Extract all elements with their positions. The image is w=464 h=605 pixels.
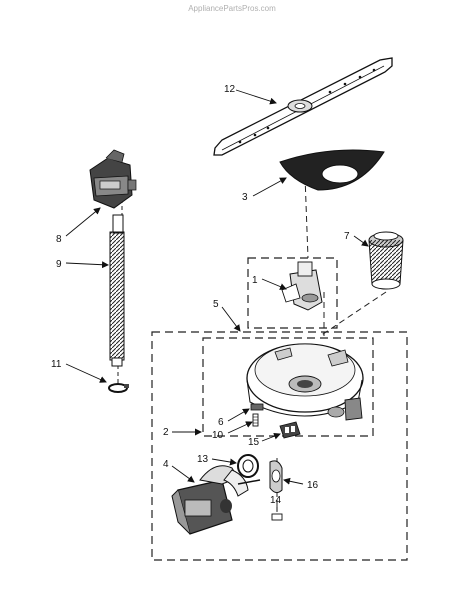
alignment-line	[304, 175, 309, 259]
alignment-line	[319, 291, 387, 337]
callout-7: 7	[344, 231, 350, 242]
hose-clamp	[108, 383, 129, 393]
drain-hose	[109, 214, 125, 367]
mounting-bracket	[269, 460, 283, 494]
callout-16: 16	[307, 480, 319, 491]
leader-9	[65, 261, 109, 269]
leader-13	[211, 458, 237, 466]
pump-assembly-box	[151, 331, 408, 561]
leader-3	[252, 177, 287, 197]
filter-screen	[279, 149, 385, 191]
callout-6: 6	[218, 417, 224, 428]
callout-10: 10	[212, 430, 224, 441]
callout-5: 5	[213, 299, 219, 310]
callout-11: 11	[51, 359, 62, 370]
callout-15: 15	[248, 437, 260, 448]
callout-4: 4	[163, 459, 169, 470]
leader-12	[235, 89, 277, 105]
callout-2: 2	[163, 427, 169, 438]
sensor-clip	[250, 403, 264, 411]
manifold	[281, 261, 323, 311]
diverter-motor	[89, 149, 137, 209]
leader-7	[353, 235, 369, 247]
small-clip	[271, 513, 283, 521]
leader-1	[261, 278, 287, 290]
callout-9: 9	[56, 259, 62, 270]
leader-10	[227, 421, 253, 434]
leader-15	[261, 432, 281, 442]
sump-housing	[246, 343, 364, 421]
leader-11	[65, 363, 107, 383]
manifold-assembly-box	[247, 257, 338, 329]
filter-cylinder	[368, 231, 404, 290]
callout-8: 8	[56, 234, 62, 245]
callout-1: 1	[252, 275, 258, 286]
callout-13: 13	[197, 454, 209, 465]
callout-14: 14	[270, 495, 282, 506]
grommet-block	[279, 421, 301, 439]
screw	[252, 413, 259, 427]
leader-8	[65, 207, 101, 237]
callout-3: 3	[242, 192, 248, 203]
watermark: AppliancePartsPros.com	[188, 4, 276, 13]
callout-12: 12	[224, 84, 236, 95]
leader-5	[221, 306, 241, 332]
leader-6	[227, 408, 250, 422]
pump-motor	[171, 465, 261, 535]
leader-16	[283, 477, 304, 485]
seal-ring	[237, 454, 259, 478]
leader-4	[171, 465, 195, 483]
spray-arm	[213, 57, 393, 156]
